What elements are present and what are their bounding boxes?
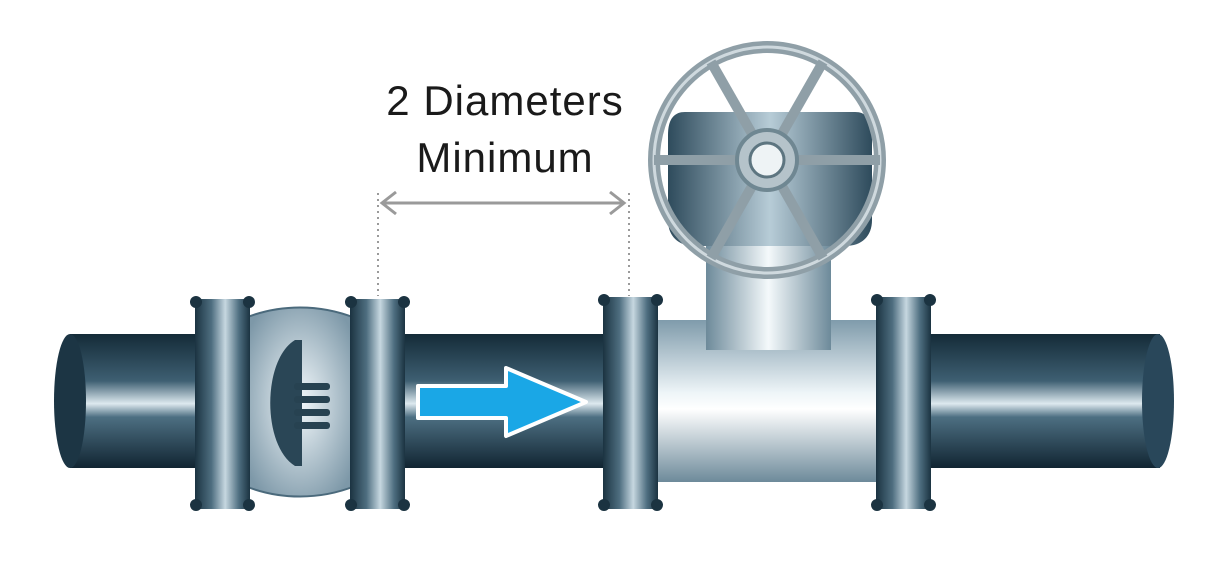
dimension-extension-lines [377, 193, 630, 296]
dimension-line [379, 190, 627, 216]
spring-icon [294, 383, 330, 429]
annotation-line-1: 2 Diameters [386, 77, 623, 124]
flange-3 [598, 294, 663, 511]
flow-direction-arrow-icon [416, 366, 588, 438]
flange-1 [190, 296, 255, 511]
handwheel-icon [648, 41, 886, 279]
flange-2 [345, 296, 410, 511]
check-valve-disc [270, 340, 302, 466]
annotation-line-2: Minimum [416, 134, 593, 181]
flange-4 [871, 294, 936, 511]
check-valve [244, 306, 356, 498]
